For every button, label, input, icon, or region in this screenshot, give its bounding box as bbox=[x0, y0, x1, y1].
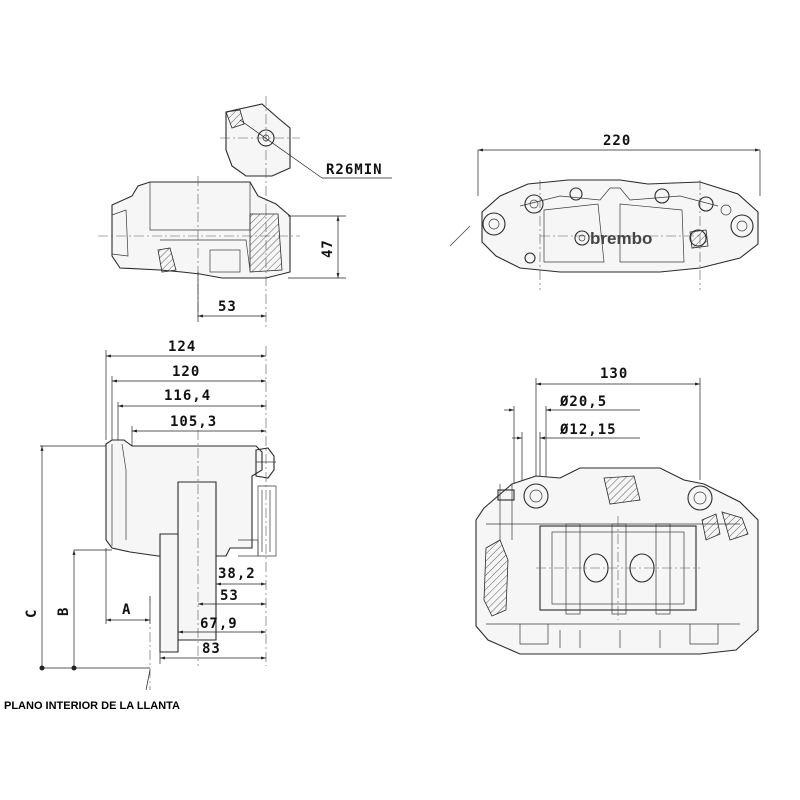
width-dimension-220: 220 bbox=[477, 133, 761, 196]
ref-dim-a: A bbox=[105, 548, 151, 624]
ref-dim-c: C bbox=[24, 445, 106, 671]
dim-105: 105,3 bbox=[131, 414, 266, 446]
dim-124-label: 124 bbox=[168, 339, 196, 355]
dim-38-label: 38,2 bbox=[218, 566, 256, 582]
brand-logo: brembo bbox=[590, 229, 652, 248]
dim-53: 53 bbox=[198, 588, 266, 606]
radius-label: R26MIN bbox=[326, 162, 383, 178]
front-width-label: 220 bbox=[603, 133, 631, 149]
dim-124: 124 bbox=[105, 339, 266, 440]
height-dim-label: 47 bbox=[320, 239, 336, 258]
dim-38: 38,2 bbox=[215, 560, 266, 590]
side-view: 124 120 116,4 105,3 bbox=[4, 339, 277, 712]
label-b: B bbox=[56, 607, 72, 616]
caliper-top-body bbox=[98, 96, 300, 330]
dim-83-label: 83 bbox=[202, 641, 221, 657]
offset-dim-label: 53 bbox=[218, 299, 237, 315]
plane-label: PLANO INTERIOR DE LA LLANTA bbox=[4, 700, 180, 712]
dim-120-label: 120 bbox=[172, 364, 200, 380]
dim-67: 67,9 bbox=[177, 616, 266, 642]
front-view: 220 brembo bbox=[449, 133, 761, 290]
ref-dim-b: B bbox=[56, 549, 150, 671]
caliper-side-body bbox=[105, 346, 277, 666]
caliper-bottom-body bbox=[475, 467, 759, 655]
offset-dimension: 53 bbox=[197, 272, 266, 322]
radius-callout: R26MIN bbox=[239, 119, 392, 179]
dim-dia-large: Ø20,5 bbox=[504, 394, 640, 500]
dia-small-label: Ø12,15 bbox=[559, 422, 617, 438]
dim-53-label: 53 bbox=[220, 588, 239, 604]
dim-116-label: 116,4 bbox=[164, 388, 211, 404]
dim-67-label: 67,9 bbox=[200, 616, 238, 632]
height-dimension: 47 bbox=[288, 215, 346, 279]
label-c: C bbox=[24, 609, 40, 618]
dim-120: 120 bbox=[111, 364, 266, 440]
dia-large-label: Ø20,5 bbox=[559, 394, 607, 410]
dim-83: 83 bbox=[159, 641, 266, 664]
label-a: A bbox=[122, 602, 131, 618]
rim-plane: PLANO INTERIOR DE LA LLANTA bbox=[4, 596, 180, 712]
caliper-front-body: brembo bbox=[481, 179, 759, 290]
dim-130-label: 130 bbox=[600, 366, 628, 382]
dim-105-label: 105,3 bbox=[170, 414, 217, 430]
dim-116: 116,4 bbox=[117, 388, 266, 440]
dim-130: 130 bbox=[535, 366, 701, 480]
mount-tab bbox=[220, 103, 300, 177]
top-view: R26MIN 47 53 bbox=[98, 96, 392, 330]
bottom-view: 130 Ø20,5 Ø12,15 bbox=[475, 366, 759, 655]
